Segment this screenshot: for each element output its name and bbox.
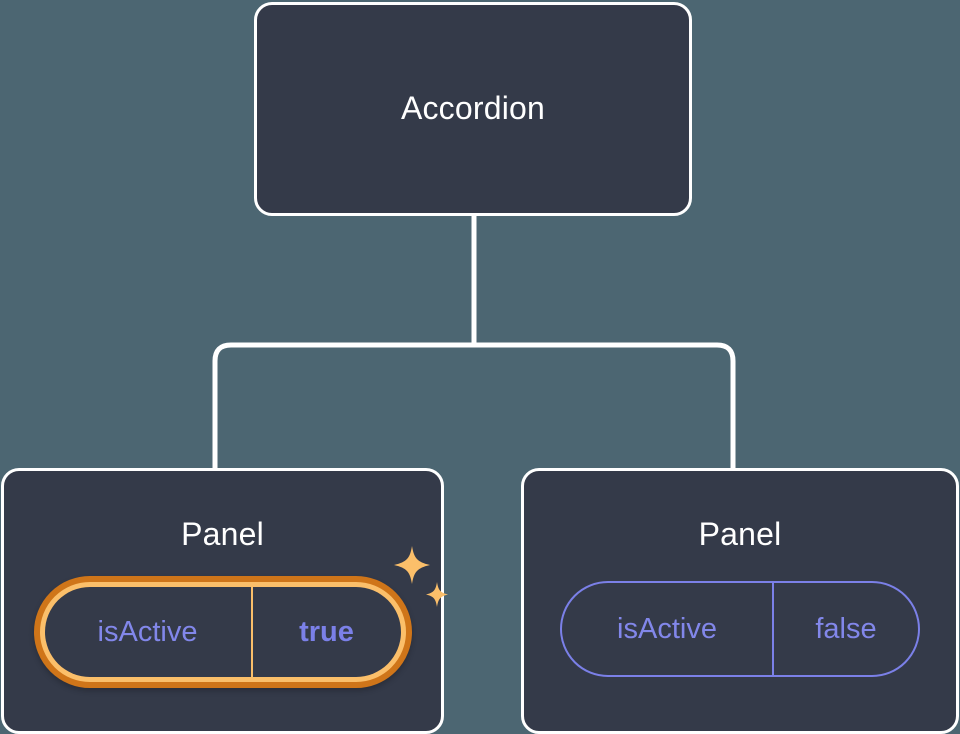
prop-pill-left-core: isActive true bbox=[44, 587, 401, 678]
connector-branch-bar bbox=[212, 342, 736, 468]
prop-pill-isactive-false[interactable]: isActive false bbox=[560, 581, 920, 678]
panel-left-content: Panel isActive true bbox=[4, 471, 448, 731]
panel-right-content: Panel isActive false bbox=[524, 471, 956, 731]
sparkle-icon bbox=[393, 546, 448, 608]
prop-pill-isactive-true[interactable]: isActive true bbox=[33, 576, 412, 689]
node-title-panel-right: Panel bbox=[698, 516, 782, 552]
node-title-panel-left: Panel bbox=[181, 516, 264, 552]
tree-node-panel-left[interactable]: Panel isActive true bbox=[1, 468, 448, 734]
prop-key-isactive-right: isActive bbox=[617, 612, 717, 645]
tree-node-panel-right[interactable]: Panel isActive false bbox=[521, 468, 959, 734]
prop-value-true: true bbox=[250, 587, 401, 678]
node-title-accordion: Accordion bbox=[400, 90, 546, 127]
prop-pill-left-wrapper: isActive true bbox=[33, 546, 448, 689]
prop-value-false: false bbox=[772, 583, 918, 676]
tree-node-accordion[interactable]: Accordion bbox=[254, 2, 692, 216]
prop-key-isactive-left: isActive bbox=[97, 615, 198, 648]
